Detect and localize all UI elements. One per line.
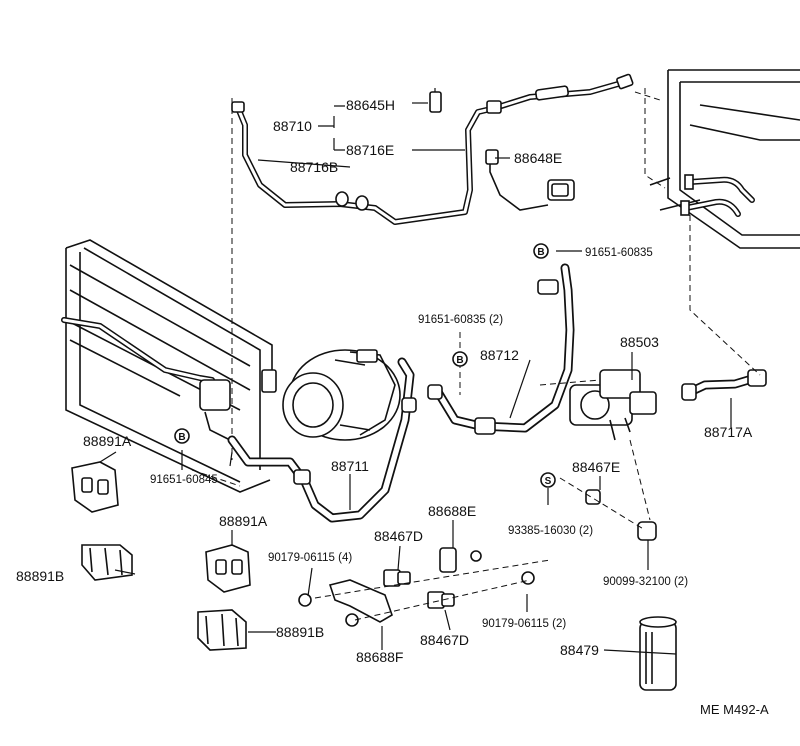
nuts — [298, 571, 535, 627]
label-88688f: 88688F — [356, 649, 403, 665]
switch-88467d-lower — [427, 591, 455, 609]
marker-b-middle: B — [452, 351, 468, 367]
cushion-88891b-left — [81, 544, 133, 581]
pipe-88717a — [681, 215, 767, 401]
label-88467d-upper: 88467D — [374, 528, 423, 544]
label-88891a-left: 88891A — [83, 433, 132, 449]
bracket-88891a-left — [71, 461, 119, 513]
label-88479: 88479 — [560, 642, 599, 658]
cushion-88891b-right — [197, 609, 247, 651]
expansion-valve — [539, 369, 657, 521]
label-88688e: 88688E — [428, 503, 476, 519]
label-88710: 88710 — [273, 118, 312, 134]
label-91651-60835-2: 91651-60835 (2) — [418, 314, 503, 326]
discharge-hose — [227, 357, 417, 523]
label-88891b-left: 88891B — [16, 568, 64, 584]
label-88467d-lower: 88467D — [420, 632, 469, 648]
label-93385-16030: 93385-16030 (2) — [508, 525, 593, 537]
label-88716e: 88716E — [346, 142, 394, 158]
marker-s: S — [540, 472, 556, 488]
svg-text:B: B — [178, 432, 185, 443]
receiver-88479 — [639, 616, 677, 691]
label-88891b-right: 88891B — [276, 624, 324, 640]
marker-b-top: B — [533, 243, 549, 259]
compressor — [282, 349, 401, 441]
label-88645h: 88645H — [346, 97, 395, 113]
suction-hose — [427, 263, 575, 435]
evaporator-unit — [634, 69, 800, 249]
liquid-tube-assembly — [231, 73, 634, 225]
label-91651-60835-top: 91651-60835 — [585, 247, 653, 259]
label-88467e: 88467E — [572, 459, 620, 475]
bracket-88688f — [328, 579, 393, 623]
label-88711: 88711 — [331, 458, 369, 474]
svg-text:B: B — [456, 355, 463, 366]
label-91651-60845: 91651-60845 — [150, 474, 218, 486]
svg-text:S: S — [545, 476, 552, 487]
svg-text:B: B — [537, 247, 544, 258]
label-88716b: 88716B — [290, 159, 338, 175]
bracket-88891a-right — [205, 544, 251, 593]
label-88891a-right: 88891A — [219, 513, 268, 529]
label-90179-06115-2: 90179-06115 (2) — [482, 618, 566, 630]
label-90099-32100: 90099-32100 (2) — [603, 576, 688, 588]
label-88503: 88503 — [620, 334, 659, 350]
label-88717a: 88717A — [704, 424, 753, 440]
diagram-code: ME M492-A — [700, 702, 769, 717]
marker-b-left: B — [174, 428, 190, 444]
label-88712: 88712 — [480, 347, 519, 363]
condenser — [61, 98, 277, 493]
bolt-88688e — [439, 547, 482, 573]
label-88648e: 88648E — [514, 150, 562, 166]
label-90179-06115-4: 90179-06115 (4) — [268, 552, 352, 564]
